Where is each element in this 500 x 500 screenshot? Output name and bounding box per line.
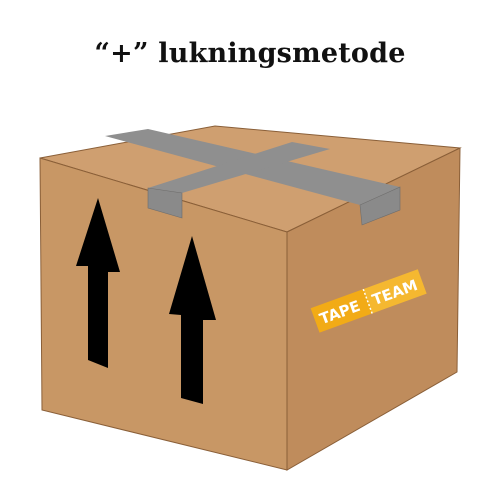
logo-divider	[362, 288, 373, 314]
up-arrow-icon	[76, 198, 120, 368]
logo-right-block	[363, 269, 427, 314]
up-arrow-icon	[169, 236, 216, 404]
page-title: “+” lukningsmetode	[94, 38, 406, 69]
tape-overhang-left	[147, 187, 183, 219]
logo-left-block	[310, 289, 373, 333]
tape-strip-cross	[148, 142, 330, 193]
tape-overhang-right	[359, 186, 401, 226]
